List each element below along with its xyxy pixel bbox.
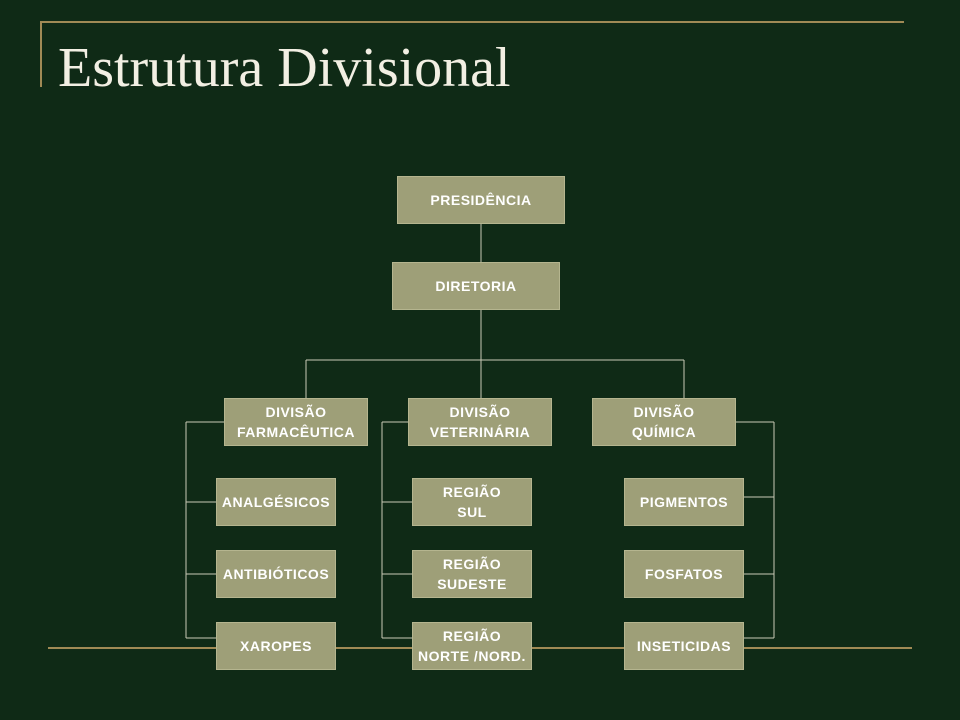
node-diretoria: DIRETORIA	[392, 262, 560, 310]
node-divisao-farmaceutica: DIVISÃO FARMACÊUTICA	[224, 398, 368, 446]
node-presidencia: PRESIDÊNCIA	[397, 176, 565, 224]
node-divisao-quimica: DIVISÃO QUÍMICA	[592, 398, 736, 446]
node-regiao-sudeste: REGIÃO SUDESTE	[412, 550, 532, 598]
node-regiao-sul: REGIÃO SUL	[412, 478, 532, 526]
node-analgesicos: ANALGÉSICOS	[216, 478, 336, 526]
node-pigmentos: PIGMENTOS	[624, 478, 744, 526]
node-divisao-veterinaria: DIVISÃO VETERINÁRIA	[408, 398, 552, 446]
node-regiao-norte-nordeste: REGIÃO NORTE /NORD.	[412, 622, 532, 670]
frame-top-border	[40, 21, 904, 23]
node-inseticidas: INSETICIDAS	[624, 622, 744, 670]
node-xaropes: XAROPES	[216, 622, 336, 670]
node-antibioticos: ANTIBIÓTICOS	[216, 550, 336, 598]
node-fosfatos: FOSFATOS	[624, 550, 744, 598]
frame-left-border	[40, 21, 42, 87]
slide-title: Estrutura Divisional	[58, 37, 511, 99]
